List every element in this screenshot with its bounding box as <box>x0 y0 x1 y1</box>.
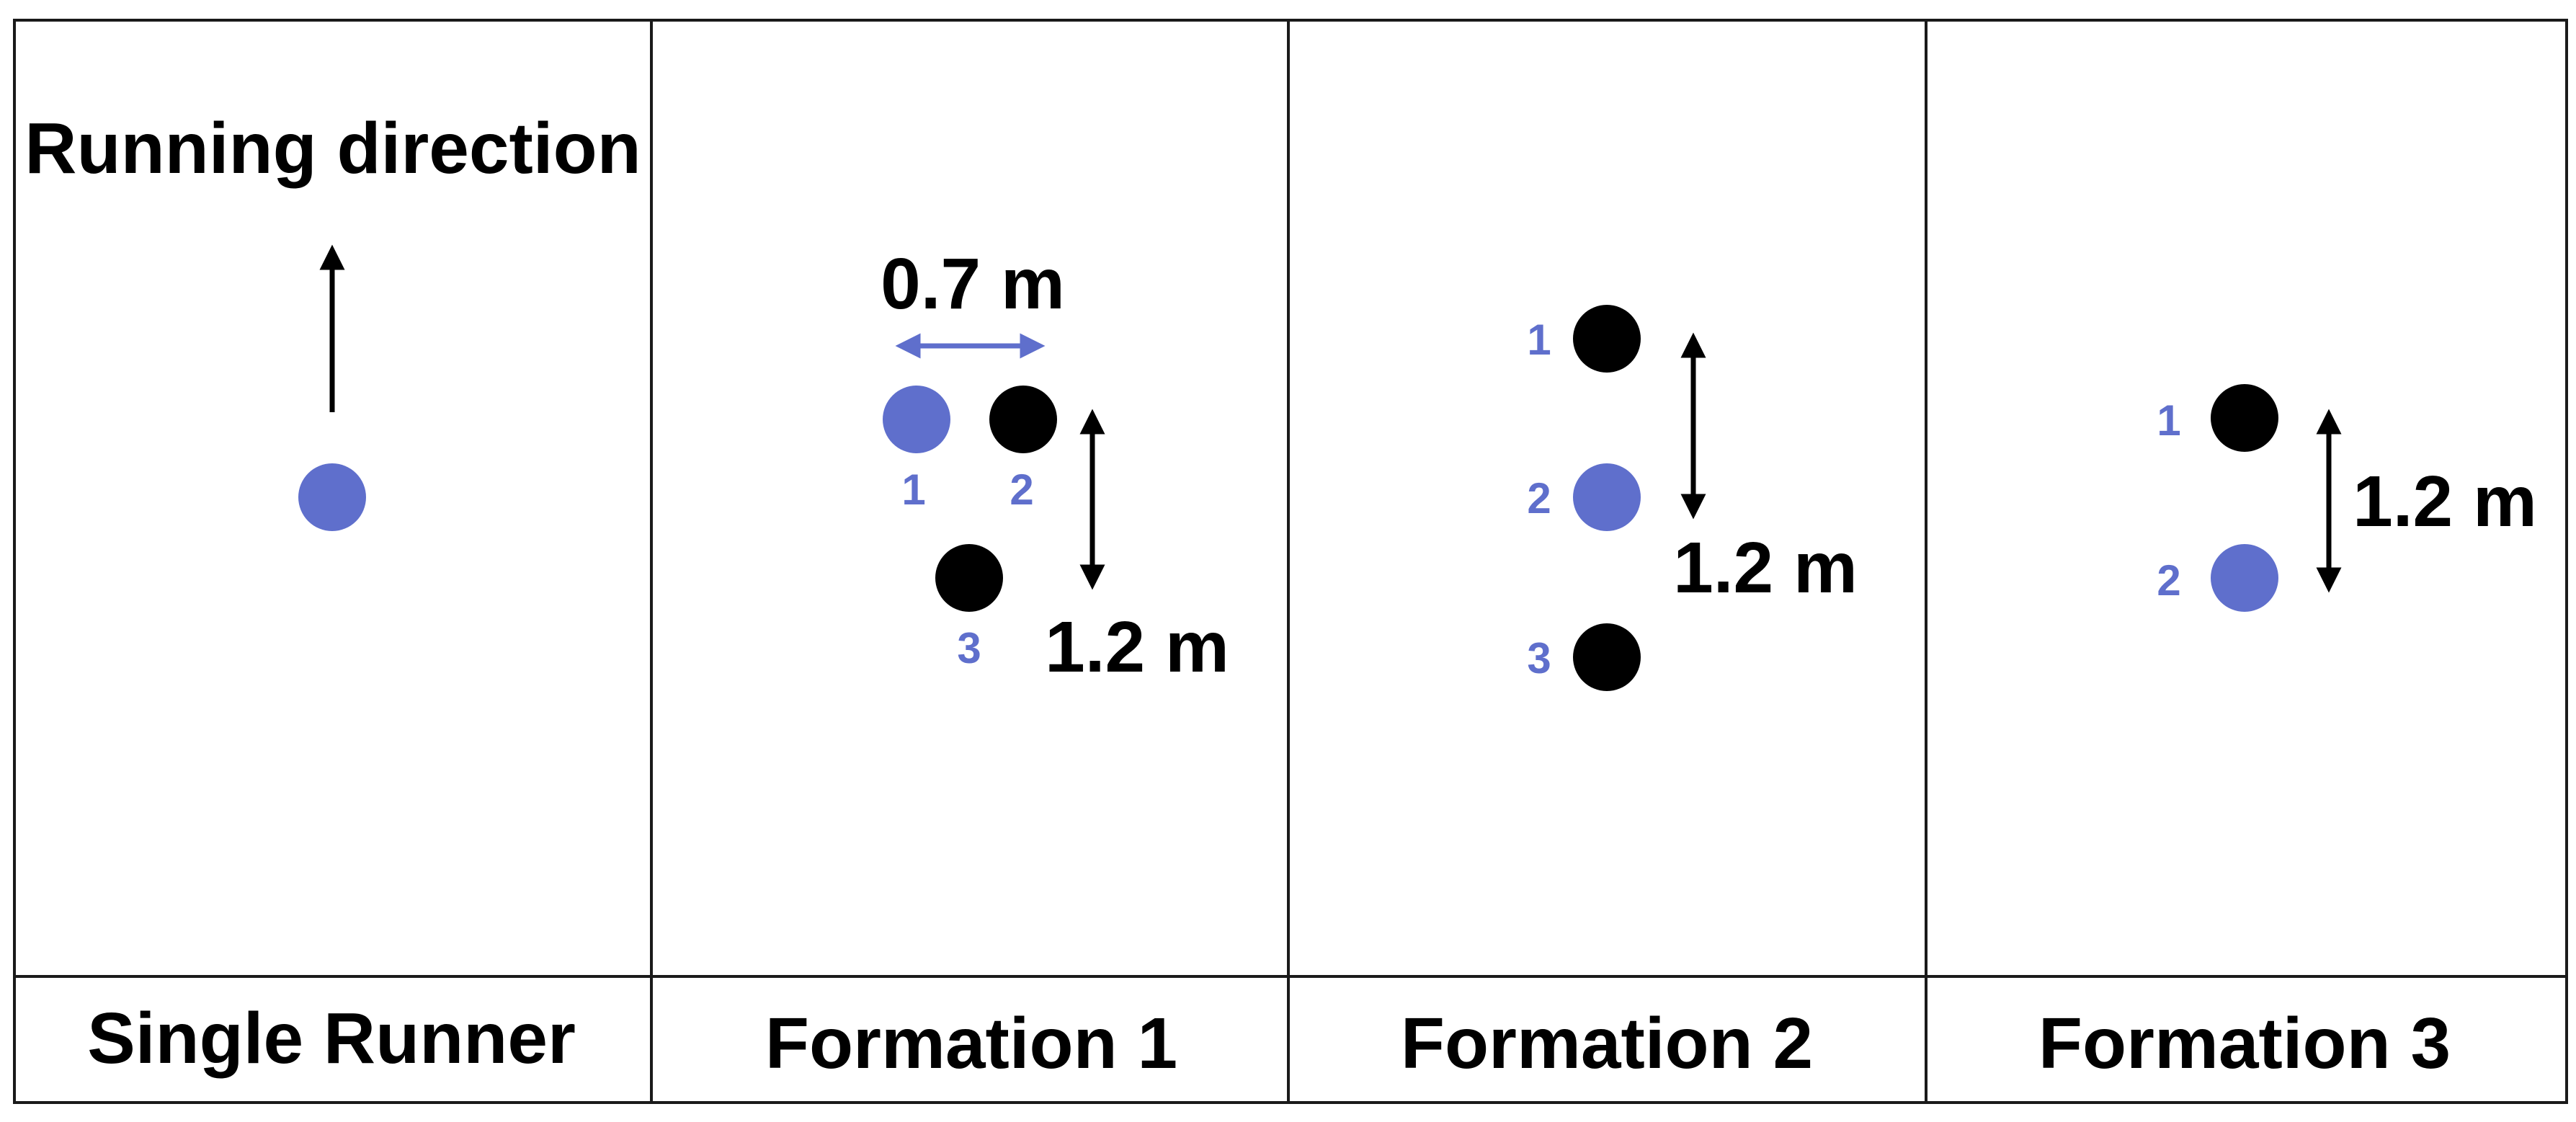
panel-formation-3: 1 2 1.2 m Formation 3 <box>2038 384 2537 1084</box>
outer-frame <box>13 19 2568 1104</box>
runner-2-dot <box>989 386 1057 453</box>
lateral-spacing-label: 0.7 m <box>881 244 1065 324</box>
runner-1-label: 1 <box>2157 396 2180 445</box>
runner-1-dot <box>1573 305 1641 373</box>
longitudinal-spacing-label: 1.2 m <box>1673 527 1858 608</box>
runner-2-dot <box>2211 544 2278 612</box>
panel-single-runner: Running direction Single Runner <box>24 108 641 1079</box>
runner-3-label: 3 <box>1527 634 1551 682</box>
panel-formation-2: 1 2 3 1.2 m Formation 2 <box>1401 305 1858 1084</box>
single-runner-dot <box>298 463 366 531</box>
running-direction-title: Running direction <box>24 108 641 189</box>
caption-formation-1: Formation 1 <box>765 1003 1177 1084</box>
runner-2-label: 2 <box>1010 466 1033 514</box>
longitudinal-spacing-label: 1.2 m <box>2353 461 2537 542</box>
runner-2-label: 2 <box>2157 556 2180 605</box>
runner-1-label: 1 <box>901 466 925 514</box>
runner-3-label: 3 <box>957 624 981 672</box>
caption-formation-2: Formation 2 <box>1401 1003 1813 1084</box>
runner-3-dot <box>935 544 1003 612</box>
runner-2-dot <box>1573 463 1641 531</box>
runner-2-label: 2 <box>1527 474 1551 522</box>
caption-single-runner: Single Runner <box>87 998 576 1079</box>
caption-formation-3: Formation 3 <box>2038 1003 2451 1084</box>
panel-formation-1: 0.7 m 1 2 3 1.2 m Formation 1 <box>765 244 1229 1084</box>
runner-3-dot <box>1573 623 1641 691</box>
runner-1-dot <box>2211 384 2278 452</box>
runner-1-label: 1 <box>1527 316 1551 364</box>
longitudinal-spacing-label: 1.2 m <box>1045 607 1229 687</box>
panel-grid <box>13 19 2568 1104</box>
runner-1-dot <box>883 386 950 453</box>
